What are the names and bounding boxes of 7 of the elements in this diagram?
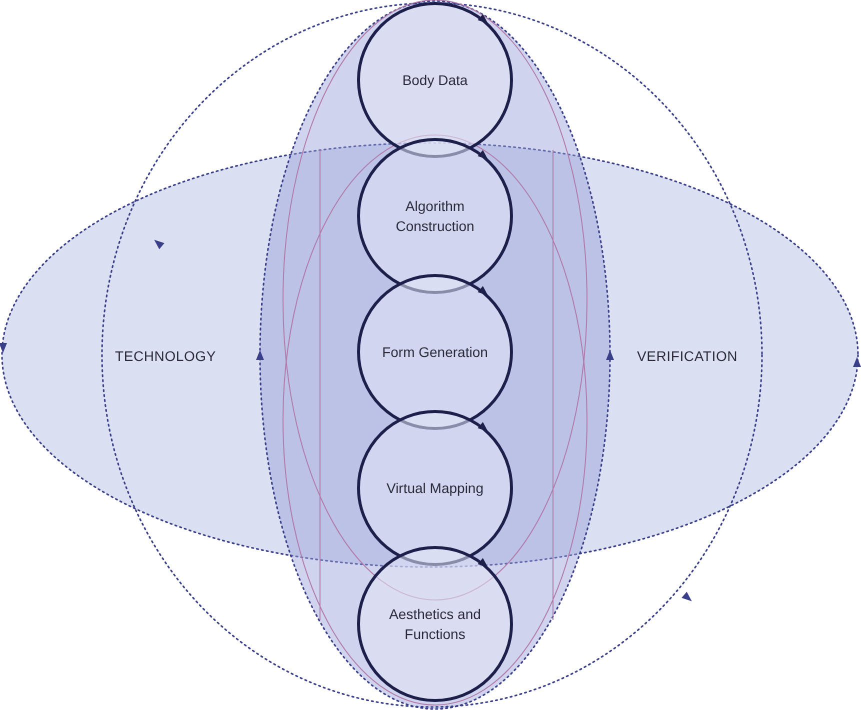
node-text: Aesthetics and Functions	[388, 604, 482, 644]
node-text: Body Data	[402, 70, 468, 90]
node-text: Virtual Mapping	[386, 478, 484, 498]
axis-label: VERIFICATION	[637, 348, 738, 364]
node-text: Algorithm Construction	[394, 196, 476, 236]
axis-label: TECHNOLOGY	[115, 348, 216, 364]
node-text: Form Generation	[382, 342, 488, 362]
